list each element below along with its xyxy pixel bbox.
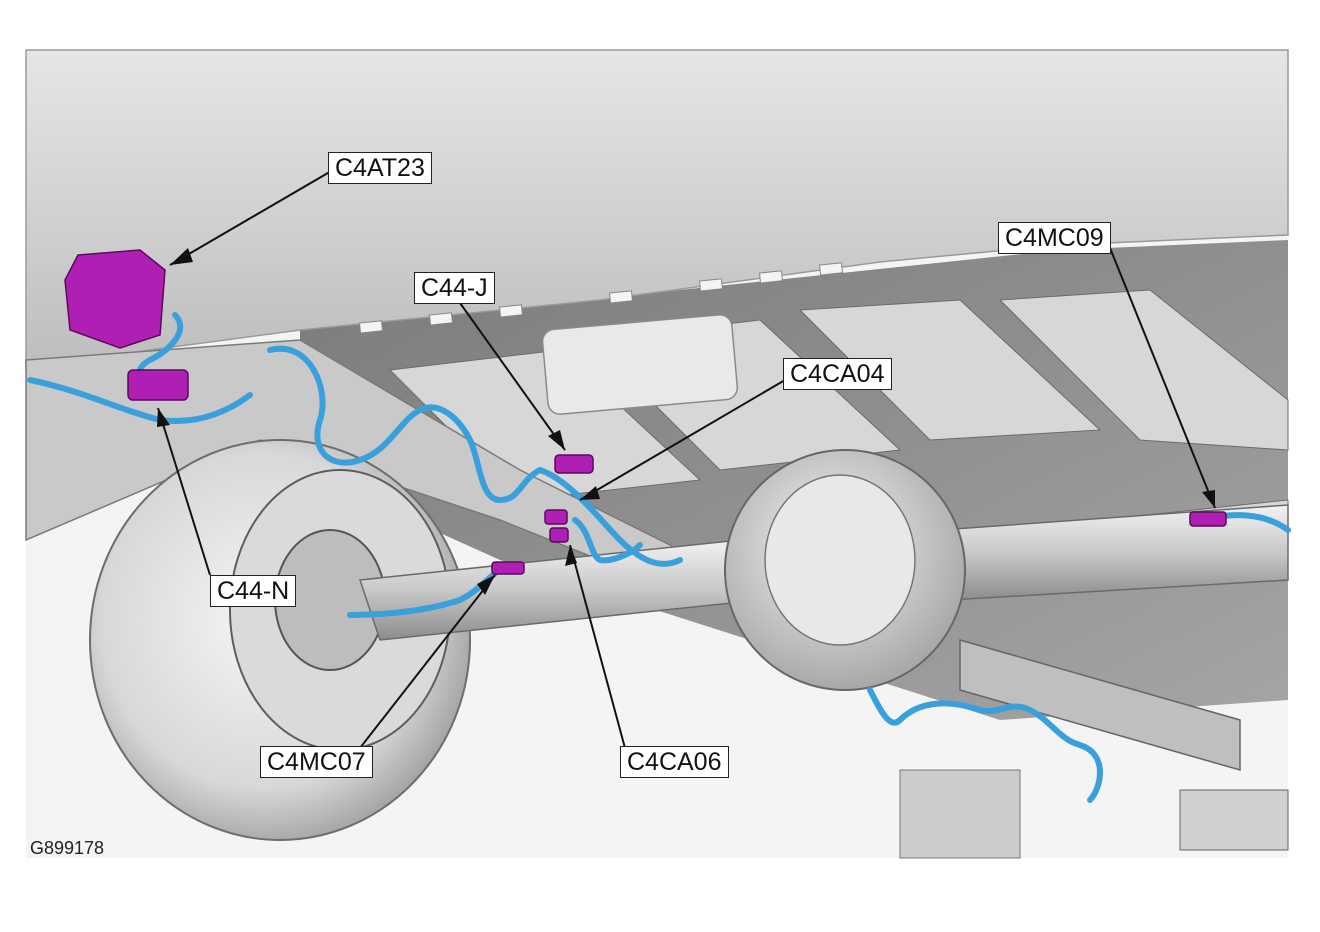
connector-c4at23 (64, 249, 166, 349)
connector-c44n (127, 369, 189, 401)
connector-c4mc09 (1189, 511, 1227, 527)
callout-c4ca04: C4CA04 (783, 358, 892, 390)
callout-c4at23: C4AT23 (328, 152, 432, 184)
callout-c44j: C44-J (414, 272, 495, 304)
exhaust-part (899, 769, 1021, 859)
figure-id: G899178 (30, 838, 105, 858)
differential-cover (764, 474, 916, 646)
arrowheads (157, 248, 1215, 595)
bed-block (541, 314, 739, 415)
callout-c4ca06: C4CA06 (620, 746, 729, 778)
connector-c4ca06 (549, 527, 569, 543)
connector-c4mc07 (491, 561, 525, 575)
bed-slots (358, 262, 844, 334)
connector-c4ca04 (544, 509, 568, 525)
connector-c44j (554, 454, 594, 474)
leader-lines (157, 169, 1216, 749)
callout-c44n: C44-N (210, 575, 297, 607)
lower-component (1179, 789, 1289, 851)
connectors (64, 249, 1227, 575)
callout-c4mc07: C4MC07 (260, 746, 373, 778)
drive-shaft (959, 639, 1241, 771)
callout-c4mc09: C4MC09 (998, 222, 1111, 254)
